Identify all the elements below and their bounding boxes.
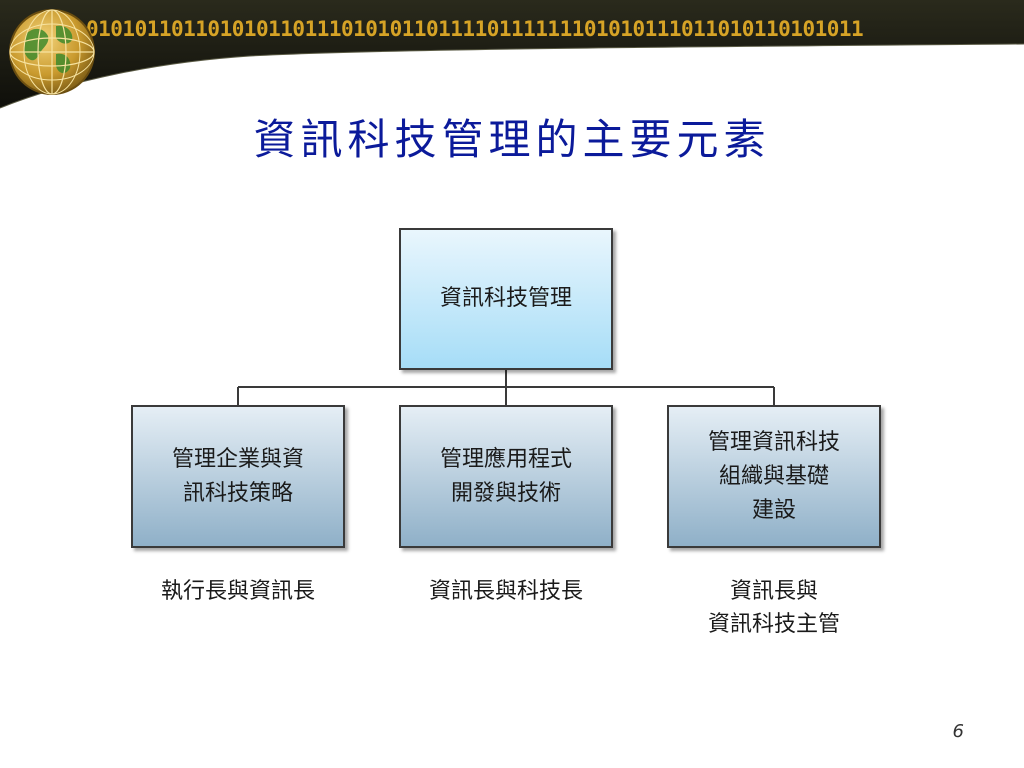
- org-chart-child-node: 管理資訊科技 組織與基礎 建設: [667, 405, 881, 548]
- page-title: 資訊科技管理的主要元素: [253, 115, 771, 164]
- child-node-label: 管理企業與資 訊科技策略: [171, 446, 304, 506]
- banner-background: [0, 0, 1024, 109]
- child-node-caption: 執行長與資訊長: [160, 579, 315, 604]
- globe-icon: [4, 4, 100, 100]
- header-banner: 0101011011010101101110101011011110111111…: [0, 0, 1024, 110]
- page-number: 6: [952, 721, 964, 742]
- org-chart-child-node: 管理應用程式 開發與技術: [399, 405, 613, 548]
- org-chart-root-node: 資訊科技管理: [399, 228, 613, 370]
- org-chart-child-node: 管理企業與資 訊科技策略: [131, 405, 345, 548]
- root-node-label: 資訊科技管理: [439, 286, 572, 311]
- binary-code-strip: 0101011011010101101110101011011110111111…: [86, 17, 864, 41]
- child-node-label: 管理資訊科技 組織與基礎 建設: [707, 429, 840, 523]
- child-node-caption: 資訊長與 資訊科技主管: [707, 579, 840, 637]
- child-node-caption: 資訊長與科技長: [428, 579, 583, 604]
- child-node-label: 管理應用程式 開發與技術: [439, 446, 572, 506]
